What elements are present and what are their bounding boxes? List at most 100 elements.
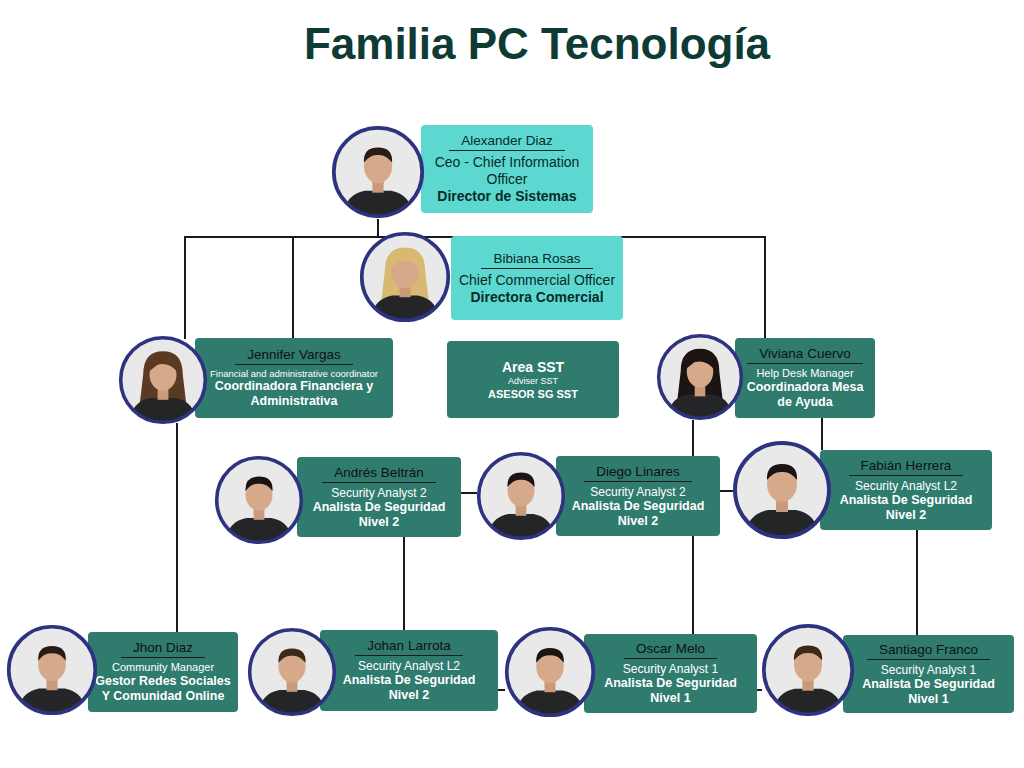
org-node: Santiago FrancoSecurity Analyst 1Analist…	[761, 623, 1014, 717]
role-box: Johan LarrotaSecurity Analyst L2Analista…	[320, 630, 498, 711]
photo-ring	[121, 338, 206, 423]
hair	[536, 648, 564, 663]
photo-background	[247, 627, 337, 717]
role-spanish: Director de Sistemas	[437, 188, 576, 205]
photo-avatar	[476, 451, 566, 541]
hair	[278, 649, 305, 663]
org-node: Diego LinaresSecurity Analyst 2Analista …	[476, 451, 720, 541]
person-name: Jennifer Vargas	[235, 347, 353, 365]
person-name: Jhon Diaz	[121, 640, 205, 658]
role-spanish: Analista De Seguridad Nivel 1	[590, 676, 751, 706]
person-name: Fabián Herrera	[849, 458, 964, 476]
connector-line	[720, 490, 733, 492]
org-node: Andrés BeltránSecurity Analyst 2Analista…	[214, 455, 461, 545]
hair	[767, 464, 797, 480]
role-spanish: Analista De Seguridad Nivel 2	[303, 500, 455, 530]
role-box: Viviana CuervoHelp Desk ManagerCoordinad…	[735, 338, 875, 418]
org-node: Viviana CuervoHelp Desk ManagerCoordinad…	[656, 333, 875, 421]
photo-background	[761, 623, 855, 717]
photo-background	[732, 440, 832, 540]
area-box: Area SSTAdviser SSTASESOR SG SST	[447, 341, 619, 418]
avatar-figure	[6, 624, 98, 716]
photo-background	[6, 624, 98, 716]
photo-avatar	[656, 333, 744, 421]
role-box: Oscar MeloSecurity Analyst 1Analista De …	[584, 634, 757, 713]
connector-line	[821, 418, 823, 450]
org-node: Jennifer VargasFinancial and administrat…	[118, 335, 393, 425]
photo-avatar	[504, 626, 596, 718]
photo-avatar	[247, 627, 337, 717]
role-spanish: Gestor Redes Sociales Y Comunidad Online	[94, 674, 232, 704]
photo-ring	[764, 626, 852, 714]
connector-line	[692, 536, 694, 634]
org-node: Area SSTAdviser SSTASESOR SG SST	[447, 341, 619, 418]
avatar-figure	[504, 626, 596, 718]
org-node: Bibiana RosasChief Commercial OfficerDir…	[359, 231, 623, 323]
photo-ring	[659, 336, 742, 419]
avatar-figure	[247, 627, 337, 717]
connector-line	[498, 689, 505, 691]
photo-avatar	[6, 624, 98, 716]
avatar-figure	[761, 623, 855, 717]
connector-line	[176, 423, 178, 632]
photo-avatar	[118, 335, 208, 425]
role-english: Financial and administrative coordinator	[210, 368, 378, 380]
role-box: Santiago FrancoSecurity Analyst 1Analist…	[843, 635, 1014, 713]
org-node: Oscar MeloSecurity Analyst 1Analista De …	[504, 626, 757, 718]
person-name: Johan Larrota	[355, 638, 462, 656]
photo-avatar	[359, 231, 451, 323]
role-box: Diego LinaresSecurity Analyst 2Analista …	[556, 456, 720, 536]
branch-line	[292, 237, 294, 338]
photo-background	[331, 125, 425, 219]
connector-line	[692, 420, 694, 456]
connector-line	[403, 537, 405, 630]
photo-background	[476, 451, 566, 541]
role-spanish: Coordinadora Mesa de Ayuda	[741, 380, 869, 410]
avatar-figure	[656, 333, 744, 421]
hair-fringe	[687, 355, 713, 368]
person-name: Alexander Diaz	[449, 133, 565, 151]
photo-background	[118, 335, 208, 425]
org-node: Alexander DiazCeo - Chief Information Of…	[331, 125, 593, 219]
role-box: Jhon DiazCommunity ManagerGestor Redes S…	[88, 632, 238, 712]
connector-line	[757, 689, 762, 691]
chart-title: Familia PC Tecnología	[50, 18, 1024, 70]
org-node: Johan LarrotaSecurity Analyst L2Analista…	[247, 627, 498, 717]
photo-avatar	[331, 125, 425, 219]
avatar-figure	[476, 451, 566, 541]
person-name: Santiago Franco	[867, 642, 990, 660]
role-english: Ceo - Chief Information Officer	[427, 154, 587, 188]
role-english: Community Manager	[112, 661, 214, 674]
role-english: Security Analyst L2	[855, 479, 957, 493]
avatar-figure	[359, 231, 451, 323]
hair	[507, 473, 534, 487]
photo-ring	[479, 454, 564, 539]
role-english: Security Analyst 2	[590, 485, 685, 499]
role-spanish: Coordinadora Financiera y Administrativa	[201, 379, 387, 409]
photo-ring	[217, 458, 302, 543]
avatar-figure	[331, 125, 425, 219]
photo-background	[214, 455, 304, 545]
photo-ring	[362, 234, 448, 320]
photo-ring	[250, 630, 335, 715]
role-english: Security Analyst L2	[358, 659, 460, 673]
role-english: Help Desk Manager	[756, 367, 853, 380]
photo-ring	[507, 629, 593, 715]
org-node: Fabián HerreraSecurity Analyst L2Analist…	[732, 440, 992, 540]
role-spanish: Directora Comercial	[470, 289, 603, 306]
hair-fringe	[150, 358, 177, 372]
role-english: Security Analyst 1	[623, 662, 718, 676]
connector-line	[916, 530, 918, 635]
role-spanish: ASESOR SG SST	[488, 387, 578, 401]
hair	[794, 646, 822, 661]
role-box: Bibiana RosasChief Commercial OfficerDir…	[451, 236, 623, 320]
hair	[364, 148, 392, 163]
photo-background	[656, 333, 744, 421]
person-name: Bibiana Rosas	[481, 251, 592, 269]
area-name: Area SST	[502, 359, 564, 376]
edge-group	[177, 219, 917, 690]
photo-ring	[9, 627, 95, 713]
person-name: Oscar Melo	[624, 641, 717, 659]
role-spanish: Analista De Seguridad Nivel 1	[849, 677, 1008, 707]
face	[687, 356, 713, 388]
